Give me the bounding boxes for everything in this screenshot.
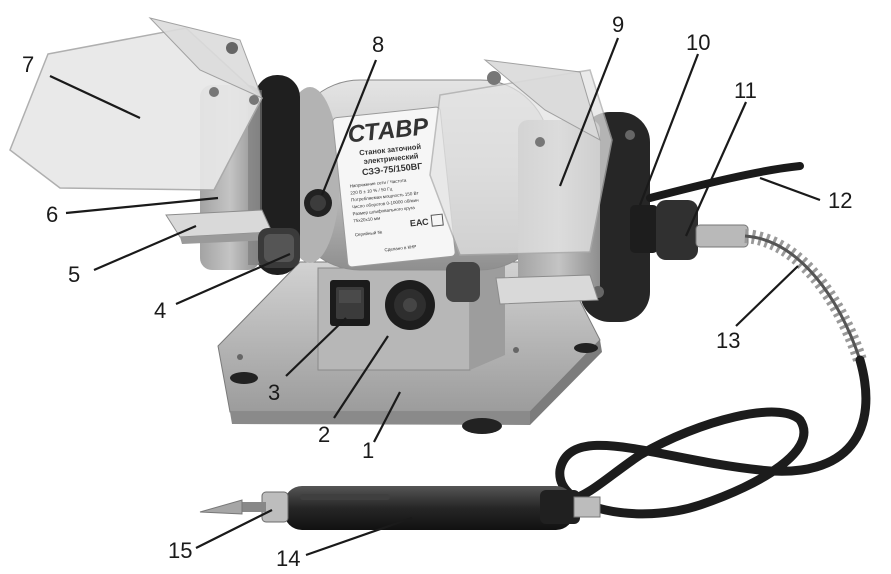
- leader-6: [65, 196, 219, 215]
- callout-4: 4: [154, 298, 166, 323]
- flexible-shaft: [555, 355, 871, 519]
- callout-7: 7: [22, 52, 34, 77]
- leader-14: [305, 516, 413, 557]
- leader-10: [638, 53, 700, 206]
- callout-numbers: 1 2 3 4 5 6 7 8 9 10 11 12 13 14 15: [22, 12, 852, 571]
- product-label: СТАВР Станок заточной электрический СЗЭ-…: [332, 106, 456, 268]
- speed-knob: [385, 280, 435, 330]
- callout-11: 11: [734, 78, 757, 103]
- leader-4: [175, 252, 291, 306]
- left-rest-knob: [258, 228, 300, 268]
- callout-13: 13: [716, 328, 740, 353]
- leader-11: [684, 101, 748, 237]
- leader-8: [320, 59, 378, 196]
- callout-8: 8: [372, 32, 384, 57]
- callout-10: 10: [686, 30, 710, 55]
- label-made: Сделано в КНР: [384, 244, 416, 252]
- leader-2: [333, 335, 389, 419]
- leader-15: [195, 509, 273, 549]
- leader-7: [49, 75, 141, 119]
- spring-protector: [744, 229, 867, 363]
- callout-12: 12: [828, 188, 852, 213]
- leader-9: [558, 37, 620, 187]
- callout-3: 3: [268, 380, 280, 405]
- callout-2: 2: [318, 422, 330, 447]
- label-spec1: Напряжение сети / Частота: [349, 178, 407, 189]
- label-cert: ЕАС: [409, 217, 429, 229]
- label-serial: Серийный №: [354, 228, 382, 237]
- left-eye-shield: [9, 17, 263, 191]
- collet-bit: [199, 491, 289, 523]
- leader-13: [735, 265, 799, 327]
- handpiece: [284, 486, 601, 530]
- power-cord: [646, 162, 804, 202]
- motor-button: [304, 189, 332, 217]
- callout-6: 6: [46, 202, 58, 227]
- left-tool-rest: [165, 209, 273, 244]
- leader-3: [285, 317, 347, 377]
- power-switch: [330, 280, 370, 326]
- label-spec1-value: 220 В ± 10 % / 50 Гц: [350, 186, 393, 195]
- callout-14: 14: [276, 546, 300, 569]
- right-tool-rest: [446, 262, 599, 305]
- label-spec4: Размер шлифовального круга: [352, 205, 415, 217]
- leader-lines: [49, 37, 821, 557]
- leader-12: [759, 176, 821, 202]
- callout-15: 15: [168, 538, 192, 563]
- callout-1: 1: [362, 438, 374, 463]
- callout-5: 5: [68, 262, 80, 287]
- spring-core: [744, 234, 862, 361]
- leader-1: [373, 391, 401, 443]
- leader-5: [93, 224, 197, 272]
- flex-shaft-coupling: [630, 200, 749, 260]
- right-eye-shield: [429, 59, 613, 256]
- callout-9: 9: [612, 12, 624, 37]
- label-spec4-value: 75x20x10 мм: [353, 216, 380, 224]
